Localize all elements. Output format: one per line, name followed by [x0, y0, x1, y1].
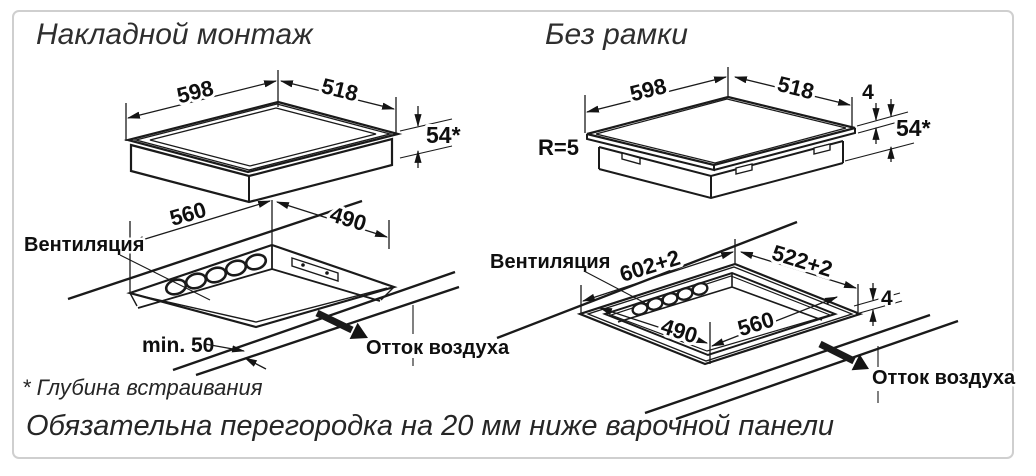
right-panel-title: Без рамки: [545, 18, 688, 51]
dim-598-label: 598: [627, 73, 669, 106]
extension-ticks: [129, 200, 390, 292]
right-hob-isometric-view: 598 518 4 54* R=5: [535, 67, 934, 200]
airflow-arrow-head: [349, 322, 368, 339]
ledge-depth-label: 4: [881, 287, 893, 310]
dim-54-label: 54*: [426, 122, 461, 148]
dim-line-518: [279, 80, 396, 110]
dim-line-490: [598, 307, 709, 344]
dim-560-label: 560: [167, 197, 209, 231]
cutout-corner-connectors: [129, 286, 395, 307]
dim-line-598: [585, 76, 728, 113]
footnote-depth: * Глубина встраивания: [22, 375, 263, 400]
dim-602-label: 602+2: [617, 245, 683, 287]
ventilation-holes: [164, 253, 268, 296]
corner-radius-label: R=5: [538, 135, 579, 160]
extension-ticks: [125, 70, 397, 141]
dim-54-label: 54*: [896, 115, 931, 141]
fixing-clip: [813, 143, 831, 155]
cutout-opening: [126, 243, 398, 329]
right-cutout-view: 602+2 522+2 490 560 4 Вентиляция Отток в…: [488, 220, 1019, 421]
fixing-clip: [621, 152, 641, 165]
glass-thickness-label: 4: [862, 81, 874, 104]
dim-490-label: 490: [658, 313, 701, 348]
min-clearance-label: min. 50: [142, 334, 214, 357]
airflow-arrow-shaft: [818, 340, 856, 365]
hob-top-face: [123, 100, 403, 174]
dim-522-label: 522+2: [769, 240, 835, 282]
airflow-arrow-head: [851, 354, 869, 371]
ventilation-leader-line: [119, 254, 211, 301]
height-leader-lines: [399, 118, 453, 159]
footnote-partition: Обязательна перегородка на 20 мм ниже ва…: [26, 410, 835, 442]
bracket-screw-dot: [301, 263, 305, 267]
hob-glass-edge: [149, 107, 377, 167]
dim-line-522: [739, 251, 858, 289]
dim-518-label: 518: [775, 71, 817, 104]
worktop-front-edge: [644, 313, 959, 421]
ledge-leader-lines: [853, 292, 903, 315]
left-panel-title: Накладной монтаж: [36, 18, 313, 51]
cutout-depth-walls: [137, 245, 381, 309]
dim-line-602: [581, 251, 735, 302]
bracket-screw-dot: [325, 271, 329, 275]
hob-frame-rim: [133, 103, 393, 171]
left-hob-isometric-view: 598 518 54*: [123, 70, 464, 204]
diagram-border: [12, 10, 1014, 459]
dim-518-label: 518: [319, 73, 361, 106]
dim-line-598: [126, 80, 278, 119]
cutout-front-inner-line: [136, 287, 388, 323]
worktop-front-edge: [172, 270, 460, 377]
left-cutout-view: 560 490 Вентиляция min. 50 Отток воздуха: [22, 194, 513, 377]
dim-line-560: [710, 296, 839, 347]
dim-560-label: 560: [735, 307, 777, 342]
glass-top-inner-line: [595, 98, 847, 164]
extension-ticks: [584, 67, 853, 133]
ventilation-holes: [631, 282, 709, 316]
airflow-label: Отток воздуха: [366, 337, 510, 359]
glass-thickness-edge: [586, 128, 856, 172]
hob-body: [598, 140, 844, 200]
fixing-clip: [735, 163, 753, 175]
thickness-leader-lines: [844, 111, 915, 162]
ventilation-leader-line: [583, 270, 646, 304]
min-clearance-leader-arrow: [204, 343, 246, 353]
dim-line-560: [130, 200, 272, 244]
ventilation-label: Вентиляция: [490, 251, 610, 273]
dim-line-490: [275, 201, 389, 238]
ventilation-label: Вентиляция: [24, 234, 144, 256]
airflow-arrow-shaft: [315, 309, 354, 334]
dim-490-label: 490: [327, 202, 369, 237]
edge-clearance-arrow: [244, 357, 267, 370]
dim-line-518: [733, 76, 852, 106]
airflow-label: Отток воздуха: [872, 367, 1016, 389]
extension-ticks: [580, 239, 859, 364]
dim-598-label: 598: [174, 75, 216, 108]
